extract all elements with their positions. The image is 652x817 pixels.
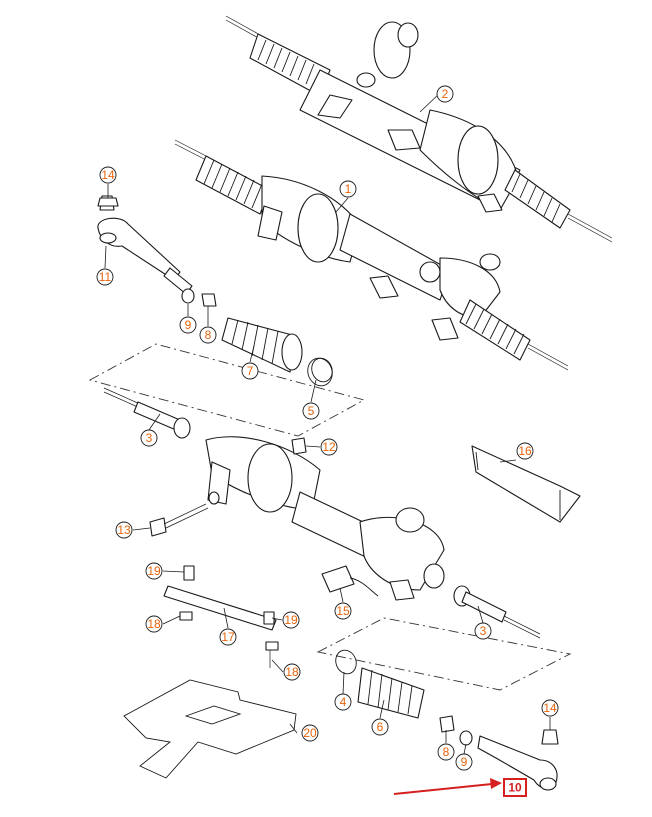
callout-12-label: 12 <box>322 440 336 454</box>
steering-rack-main <box>205 436 445 601</box>
callout-10-label: 10 <box>508 781 522 795</box>
callout-7-label: 7 <box>247 364 254 378</box>
callout-15: 15 <box>334 602 352 620</box>
boot-7-upper <box>221 317 303 373</box>
callout-6: 6 <box>371 718 389 736</box>
callout-9-lower-label: 9 <box>461 755 468 769</box>
callout-4-label: 4 <box>340 695 347 709</box>
callout-19-left-label: 19 <box>147 564 161 578</box>
callout-2-label: 2 <box>442 87 449 101</box>
callout-19-left: 19 <box>145 562 163 580</box>
underbody-panel-20 <box>123 679 297 779</box>
callout-11: 11 <box>96 268 114 286</box>
sleeve-16 <box>471 445 581 523</box>
callout-5: 5 <box>302 402 320 420</box>
callout-14-upper: 14 <box>99 166 117 184</box>
callout-3-lower-label: 3 <box>480 624 487 638</box>
callout-15-label: 15 <box>336 604 350 618</box>
inner-tie-rod-3-lower <box>453 585 541 639</box>
bolt-18-right <box>265 641 279 668</box>
callout-9-lower: 9 <box>455 753 473 771</box>
callout-18-right: 18 <box>283 663 301 681</box>
callout-20: 20 <box>301 724 319 742</box>
callout-19-right-label: 19 <box>284 613 298 627</box>
boot-6 <box>357 667 425 719</box>
bolt-19-left <box>183 565 195 581</box>
steering-rack-1 <box>174 139 569 371</box>
callout-18-left-label: 18 <box>147 617 161 631</box>
callout-8-lower: 8 <box>437 743 455 761</box>
callout-6-label: 6 <box>377 720 384 734</box>
leader-lines <box>104 92 551 755</box>
callout-9-upper-label: 9 <box>185 318 192 332</box>
clamp-4 <box>335 649 357 675</box>
callout-11-label: 11 <box>99 270 112 284</box>
nut-12 <box>291 437 307 455</box>
callout-3-upper-label: 3 <box>146 431 153 445</box>
callout-17-label: 17 <box>221 630 235 644</box>
clamp-5 <box>307 357 333 387</box>
callout-8-upper: 8 <box>199 326 217 344</box>
bolt-19-right <box>263 611 275 625</box>
callout-14-lower-label: 14 <box>543 701 557 715</box>
callout-18-left: 18 <box>145 615 163 633</box>
sensor-15 <box>321 565 379 597</box>
callout-17: 17 <box>219 628 237 646</box>
callout-1-label: 1 <box>345 182 352 196</box>
callout-4: 4 <box>334 693 352 711</box>
clip-8-upper <box>201 293 217 307</box>
callout-16: 16 <box>516 442 534 460</box>
tie-rod-end-10 <box>477 735 558 791</box>
callout-8-lower-label: 8 <box>443 745 450 759</box>
nut-9-upper <box>181 288 195 304</box>
callout-20-label: 20 <box>303 726 317 740</box>
callout-3-lower: 3 <box>474 622 492 640</box>
callout-9-upper: 9 <box>179 316 197 334</box>
steering-rack-2 <box>225 15 613 243</box>
callout-16-label: 16 <box>518 444 532 458</box>
bracket-17 <box>163 585 277 631</box>
callout-18-right-label: 18 <box>285 665 299 679</box>
callout-14-upper-label: 14 <box>101 168 115 182</box>
clip-8-lower <box>439 715 455 733</box>
nut-14-upper <box>97 197 119 207</box>
callout-13-label: 13 <box>117 523 131 537</box>
nut-9-lower <box>459 730 473 746</box>
bolt-13 <box>149 491 220 537</box>
callout-19-right: 19 <box>282 611 300 629</box>
callout-7: 7 <box>241 362 259 380</box>
callout-8-upper-label: 8 <box>205 328 212 342</box>
nut-14-lower <box>541 729 559 745</box>
bolt-18-left <box>179 611 193 621</box>
kit-outline-lower <box>316 617 572 691</box>
callout-1: 1 <box>339 180 357 198</box>
callout-3-upper: 3 <box>140 429 158 447</box>
callout-14-lower: 14 <box>541 699 559 717</box>
callout-5-label: 5 <box>308 404 315 418</box>
callout-12: 12 <box>320 438 338 456</box>
highlight-arrow <box>393 778 502 795</box>
callout-2: 2 <box>436 85 454 103</box>
callout-10-highlighted: 10 <box>503 778 527 797</box>
inner-tie-rod-3-upper <box>103 387 191 439</box>
kit-outline-upper <box>88 343 366 437</box>
callout-13: 13 <box>115 521 133 539</box>
